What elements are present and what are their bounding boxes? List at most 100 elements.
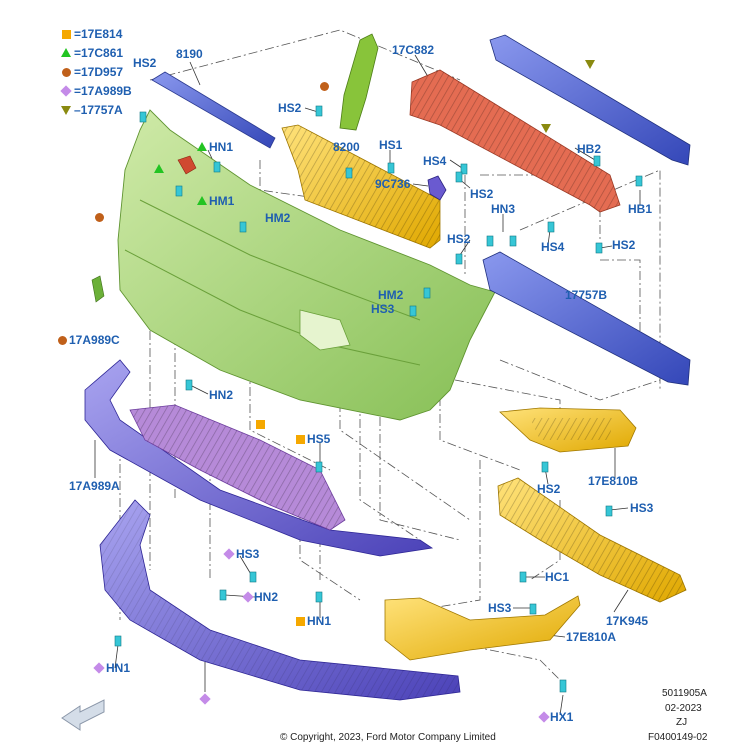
callout-8200: 8200 [333,140,360,154]
callout-hb2: HB2 [577,142,602,156]
callout-hb1: HB1 [628,202,653,216]
absorber-texture [410,70,620,212]
square-symbol-icon [296,435,305,444]
callout-hc1: HC1 [545,570,570,584]
fastener-icon [455,171,463,183]
part-9c736 [427,175,447,201]
fastener-icon [315,591,323,603]
part-17757b-beam [482,251,691,386]
circle-symbol-icon [320,82,329,91]
callout-hs5: HS5 [307,432,331,446]
fasteners [114,105,643,693]
callout-hn1: HN1 [209,140,234,154]
circle-symbol-icon [62,68,71,77]
fastener-icon [635,175,643,187]
fastener-icon [345,167,353,179]
fastener-icon [593,155,601,167]
circle-symbol-icon [95,213,104,222]
lip-texture [100,500,460,700]
drawing-reference: F0400149-02 [648,732,708,743]
cover-crease-2 [124,249,421,366]
legend-item: =17D957 [74,65,124,79]
fastener-icon [315,461,323,473]
fastener-icon [175,185,183,197]
cover-crease-1 [139,199,421,321]
callout-17e810a: 17E810A [566,630,617,644]
callout-hs2: HS2 [612,238,636,252]
callout-hs2: HS2 [447,232,471,246]
square-symbol-icon [62,30,71,39]
callout-hn3: HN3 [491,202,516,216]
fastener-icon [315,105,323,117]
triangle-up-symbol-icon [154,164,164,173]
callout-17c882: 17C882 [392,43,435,57]
part-small-red [177,155,197,175]
fastener-icon [529,603,537,615]
callout-hs2: HS2 [537,482,561,496]
callout-hs1: HS1 [379,138,403,152]
direction-arrow-icon [61,699,105,731]
callout-hs2: HS2 [470,187,494,201]
callout-hn1: HN1 [307,614,332,628]
triangle-up-symbol-icon [197,196,207,205]
drawing-zj: ZJ [676,717,688,728]
part-upper-beam [489,34,691,166]
triangle-down-symbol-icon [585,60,595,69]
fastener-icon [249,571,257,583]
callout-17a989a: 17A989A [69,479,120,493]
square-symbol-icon [256,420,265,429]
triangle-up-symbol-icon [197,142,207,151]
callout-hs2: HS2 [278,101,302,115]
callout-hn1: HN1 [106,661,131,675]
part-17a989a [84,359,434,557]
callout-hs2: HS2 [133,56,157,70]
legend-item: –17757A [74,103,123,117]
callout-17a989c: 17A989C [69,333,120,347]
fastener-icon [509,235,517,247]
part-17e810a [384,595,581,661]
callout-hx1: HX1 [550,710,574,724]
fastener-icon [387,162,395,174]
callout-9c736: 9C736 [375,177,411,191]
fastener-icon [460,163,468,175]
callout-hs3: HS3 [236,547,260,561]
circle-symbol-icon [58,336,67,345]
square-symbol-icon [296,617,305,626]
callout-hm2: HM2 [378,288,404,302]
fastener-icon [239,221,247,233]
bracket-texture [130,405,345,530]
callout-hs3: HS3 [488,601,512,615]
fastener-icon [519,571,527,583]
callout-17k945: 17K945 [606,614,649,628]
part-upper-bracket [339,33,379,131]
cover-opening [299,309,351,351]
callout-hn2: HN2 [254,590,279,604]
fastener-icon [213,161,221,173]
fastener-icon [547,221,555,233]
fastener-icon [486,235,494,247]
k945-texture [498,478,686,602]
legend-item: =17A989B [74,84,132,98]
triangle-up-symbol-icon [61,48,71,57]
callout-hn2: HN2 [209,388,234,402]
fastener-icon [541,461,549,473]
fastener-icon [455,253,463,265]
part-17a989c [91,275,105,303]
triangle-down-symbol-icon [541,124,551,133]
fastener-icon [595,242,603,254]
callout-hm1: HM1 [209,194,235,208]
callout-17757b: 17757B [565,288,608,302]
fastener-icon [114,635,122,647]
fastener-icon [605,505,613,517]
fastener-icon [409,305,417,317]
fastener-icon [219,589,227,601]
grille-texture [282,125,440,248]
copyright-text: © Copyright, 2023, Ford Motor Company Li… [280,732,496,743]
fastener-icon [185,379,193,391]
drawing-code: 5011905A [662,688,707,699]
callout-hs3: HS3 [371,302,395,316]
callout-hs4: HS4 [423,154,447,168]
callout-8190: 8190 [176,47,203,61]
e810b-texture [530,418,612,440]
